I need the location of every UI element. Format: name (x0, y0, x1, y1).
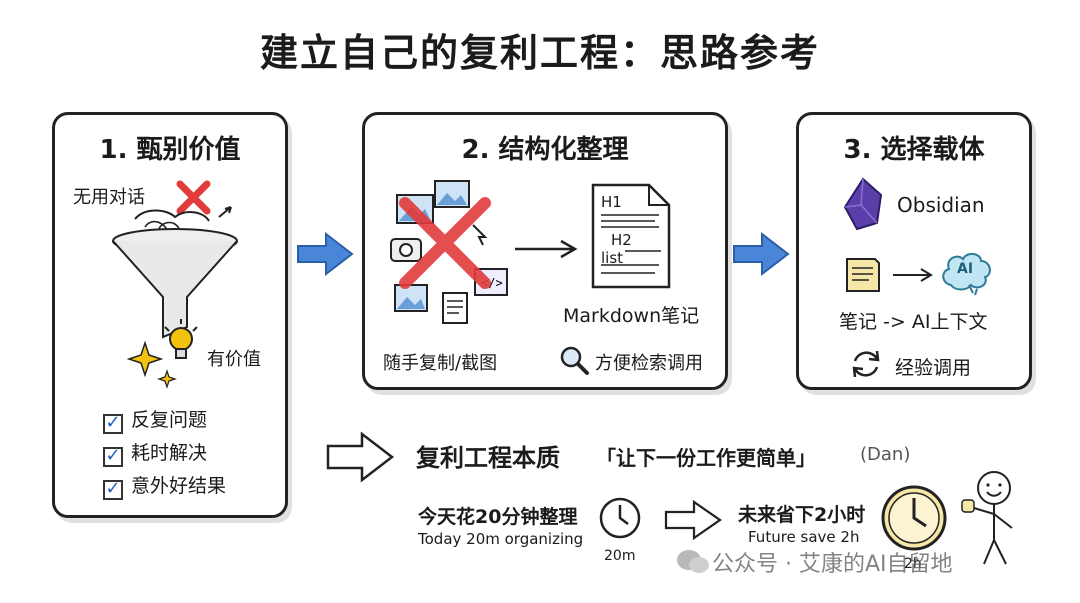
step3-title: 3. 选择载体 (843, 135, 985, 165)
obsidian-gem-icon (843, 177, 883, 231)
long-arrow-icon (515, 239, 578, 259)
step2-box: 2. 结构化整理 </> H1 H2 list Markdown笔记 随手复制/… (362, 112, 728, 390)
search-icon (560, 346, 589, 375)
page-title: 建立自己的复利工程：思路参考 (259, 31, 820, 75)
wechat-icon (677, 550, 709, 573)
step3-box: 3. 选择载体 Obsidian AI 笔记 -> AI上下文 经验调用 (796, 112, 1032, 390)
check-label: 意外好结果 (131, 475, 227, 497)
essence-author: (Dan) (860, 444, 911, 465)
essence-title: 复利工程本质 (416, 444, 560, 472)
check-item: ✓ 意外好结果 (103, 471, 227, 500)
check-item: ✓ 反复问题 (103, 405, 208, 434)
useless-label: 无用对话 (73, 187, 145, 208)
scattered-images-icon: </> (390, 180, 508, 324)
clock-2h-icon (881, 485, 947, 551)
outline-arrow-small-icon (664, 499, 722, 541)
arrow-right-icon (297, 231, 354, 277)
funnel-icon (112, 206, 238, 339)
doc-h2: H2 (611, 231, 632, 249)
outline-arrow-icon (326, 431, 395, 483)
clock-20m-icon (599, 497, 641, 539)
lightbulb-icon (164, 319, 198, 359)
note-icon (846, 258, 880, 292)
step1-title: 1. 甄别价值 (99, 135, 241, 165)
check-item: ✓ 耗时解决 (103, 438, 208, 467)
small-arrow-icon (893, 268, 933, 282)
checkbox-checked-icon: ✓ (103, 480, 123, 500)
check-label: 耗时解决 (131, 442, 208, 464)
note-ai-label: 笔记 -> AI上下文 (839, 311, 988, 333)
arrow-right-icon (733, 231, 790, 277)
refresh-cycle-icon (852, 350, 880, 378)
clock2-label: 2h (904, 556, 922, 572)
checkbox-checked-icon: ✓ (103, 414, 123, 434)
future-cn: 未来省下2小时 (738, 504, 866, 526)
stick-figure-thumbs-up-icon (961, 471, 1013, 565)
step2-title: 2. 结构化整理 (461, 135, 629, 165)
today-cn: 今天花20分钟整理 (418, 506, 578, 528)
step1-box: 1. 甄别价值 无用对话 有价值 ✓ 反复问题 ✓ 耗时解决 ✓ 意外好结果 (52, 112, 288, 518)
search-label: 方便检索调用 (595, 353, 703, 374)
future-en: Future save 2h (748, 528, 860, 546)
sparkle-icon (126, 340, 177, 389)
watermark: 公众号 · 艾康的AI自留地 (712, 552, 953, 577)
today-en: Today 20m organizing (418, 530, 584, 548)
check-label: 反复问题 (131, 409, 208, 431)
markdown-document-icon (591, 183, 671, 289)
essence-quote: 「让下一份工作更简单」 (596, 446, 816, 470)
valuable-label: 有价值 (207, 349, 261, 370)
scattered-label: 随手复制/截图 (383, 353, 498, 374)
red-cross-icon (176, 180, 211, 215)
doc-list: list (601, 249, 624, 267)
doc-h1: H1 (601, 193, 622, 211)
markdown-label: Markdown笔记 (563, 305, 700, 327)
ai-brain-icon (942, 253, 991, 296)
obsidian-label: Obsidian (897, 193, 985, 217)
reuse-label: 经验调用 (895, 357, 972, 379)
clock1-label: 20m (604, 548, 636, 564)
checkbox-checked-icon: ✓ (103, 447, 123, 467)
ai-text: AI (957, 261, 974, 277)
